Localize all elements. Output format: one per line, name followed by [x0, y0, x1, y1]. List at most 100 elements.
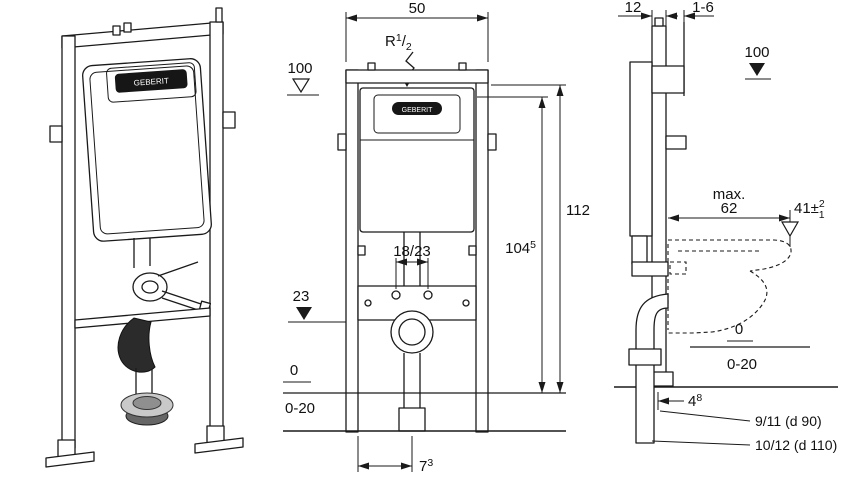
dim-height-112-label: 112 — [566, 202, 590, 219]
side-view: 0-20 12 1- — [614, 0, 838, 453]
plate-screw — [364, 299, 372, 307]
top-crossbar — [345, 69, 489, 84]
extension-lines — [357, 436, 413, 472]
dim-height-112: 112 — [491, 84, 590, 393]
collar-opening — [132, 396, 162, 410]
filled-triangle-marker — [296, 307, 312, 320]
flush-pipe — [403, 232, 421, 290]
dim-offset-7: 73 — [357, 436, 433, 475]
drain-elbow — [635, 293, 669, 444]
drain-assembly — [628, 235, 669, 444]
filled-triangle-marker — [749, 63, 765, 76]
dim-width-label: 50 — [409, 0, 426, 17]
dim-depth-12: 12 — [618, 0, 678, 28]
dim-depth-label: 12 — [625, 0, 642, 16]
geberit-logo-text: GEBERIT — [402, 107, 433, 114]
level-100-label: 100 — [744, 44, 769, 61]
frame — [337, 62, 497, 433]
plate-screw — [462, 299, 470, 307]
top-stud — [458, 62, 467, 71]
dim-width-50: 50 — [345, 0, 489, 62]
top-stud — [367, 62, 376, 71]
open-triangle-marker — [291, 78, 311, 94]
top-stud — [112, 25, 121, 36]
frame-rail-right — [475, 69, 489, 433]
fixing-bolt — [391, 290, 401, 300]
dim-bolt-spacing: 18/23 — [393, 243, 431, 289]
drain-socket-inner — [398, 318, 426, 346]
wall-anchor-right — [222, 111, 236, 129]
level-100-label: 100 — [287, 60, 312, 77]
note-d90: 9/11 (d 90) — [755, 413, 822, 429]
top-rod — [215, 7, 223, 23]
geberit-logo — [114, 69, 188, 93]
frame-rail-left — [61, 35, 76, 449]
leader-line-d110 — [651, 440, 751, 446]
dim-depth-max-62: max. 62 — [668, 186, 791, 247]
cistern-profile — [629, 61, 653, 237]
dim-height-104-label: 1045 — [505, 239, 536, 257]
top-stud — [123, 22, 132, 33]
wc-bowl-underside — [668, 270, 768, 334]
level-marker-0: 0 — [727, 321, 753, 342]
outlet-collar — [398, 407, 426, 432]
foot-plate-left — [45, 451, 95, 468]
extension-lines — [345, 12, 489, 62]
leader-line-d90 — [659, 410, 751, 422]
cistern-inner-seam — [89, 65, 205, 235]
cistern: GEBERIT — [359, 87, 475, 233]
flush-pipe-stub — [631, 235, 648, 265]
level-0-label: 0 — [290, 362, 298, 379]
floor-zone: 0-20 — [283, 392, 566, 432]
level-0-label: 0 — [735, 321, 743, 338]
dim-62-label: 62 — [721, 200, 738, 217]
foot-plate-right — [194, 437, 244, 454]
drain-notes: 9/11 (d 90) 10/12 (d 110) — [651, 410, 837, 453]
level-marker-0: 0 — [283, 362, 311, 383]
wall-anchor-right — [487, 133, 497, 151]
wall-anchor-left — [337, 133, 347, 151]
wall-bracket — [665, 135, 687, 150]
dim-pipe-offset-4: 48 — [657, 392, 702, 410]
dim-wall-gap: 1-6 — [683, 0, 714, 22]
max-label: max. — [713, 186, 746, 203]
dim-pipe-offset-label: 48 — [688, 392, 702, 410]
frame-top-crossbar — [61, 21, 224, 49]
bowl-outlet-connection — [669, 261, 687, 275]
wc-bowl-rim — [668, 239, 792, 272]
floor-range-label: 0-20 — [727, 356, 757, 373]
level-marker-100: 100 — [744, 44, 771, 80]
access-plate — [106, 62, 197, 103]
rail-tab — [357, 245, 366, 256]
geberit-logo-text: GEBERIT — [133, 76, 169, 87]
frame-rail-right — [209, 21, 224, 435]
note-d110: 10/12 (d 110) — [755, 437, 837, 453]
dim-wall-gap-label: 1-6 — [692, 0, 714, 16]
level-23-label: 23 — [293, 288, 310, 305]
front-view: 50 R1/2 100 GEBERIT — [283, 0, 590, 475]
wall-anchor-left — [49, 125, 63, 143]
access-plate — [373, 94, 461, 134]
fixing-bolt — [423, 290, 433, 300]
access-shaft — [651, 65, 685, 94]
drain-elbow — [117, 317, 156, 373]
cistern-body — [82, 58, 212, 242]
dim-bolt-spacing-label: 18/23 — [393, 243, 431, 260]
top-stud — [654, 17, 664, 27]
dim-height-104: 1045 — [477, 96, 548, 393]
flush-pipe — [133, 238, 151, 268]
geberit-logo — [392, 102, 442, 115]
cistern: GEBERIT — [82, 58, 212, 242]
level-marker-100: 100 — [287, 60, 319, 96]
flush-assembly — [357, 232, 477, 432]
supply-label: R1/2 — [385, 32, 412, 53]
flush-bend-socket — [141, 280, 159, 294]
lower-crossbar — [74, 307, 211, 329]
isometric-view: GEBERIT — [45, 7, 244, 468]
rail-tab — [468, 245, 477, 256]
level-marker-23: 23 — [288, 288, 346, 323]
